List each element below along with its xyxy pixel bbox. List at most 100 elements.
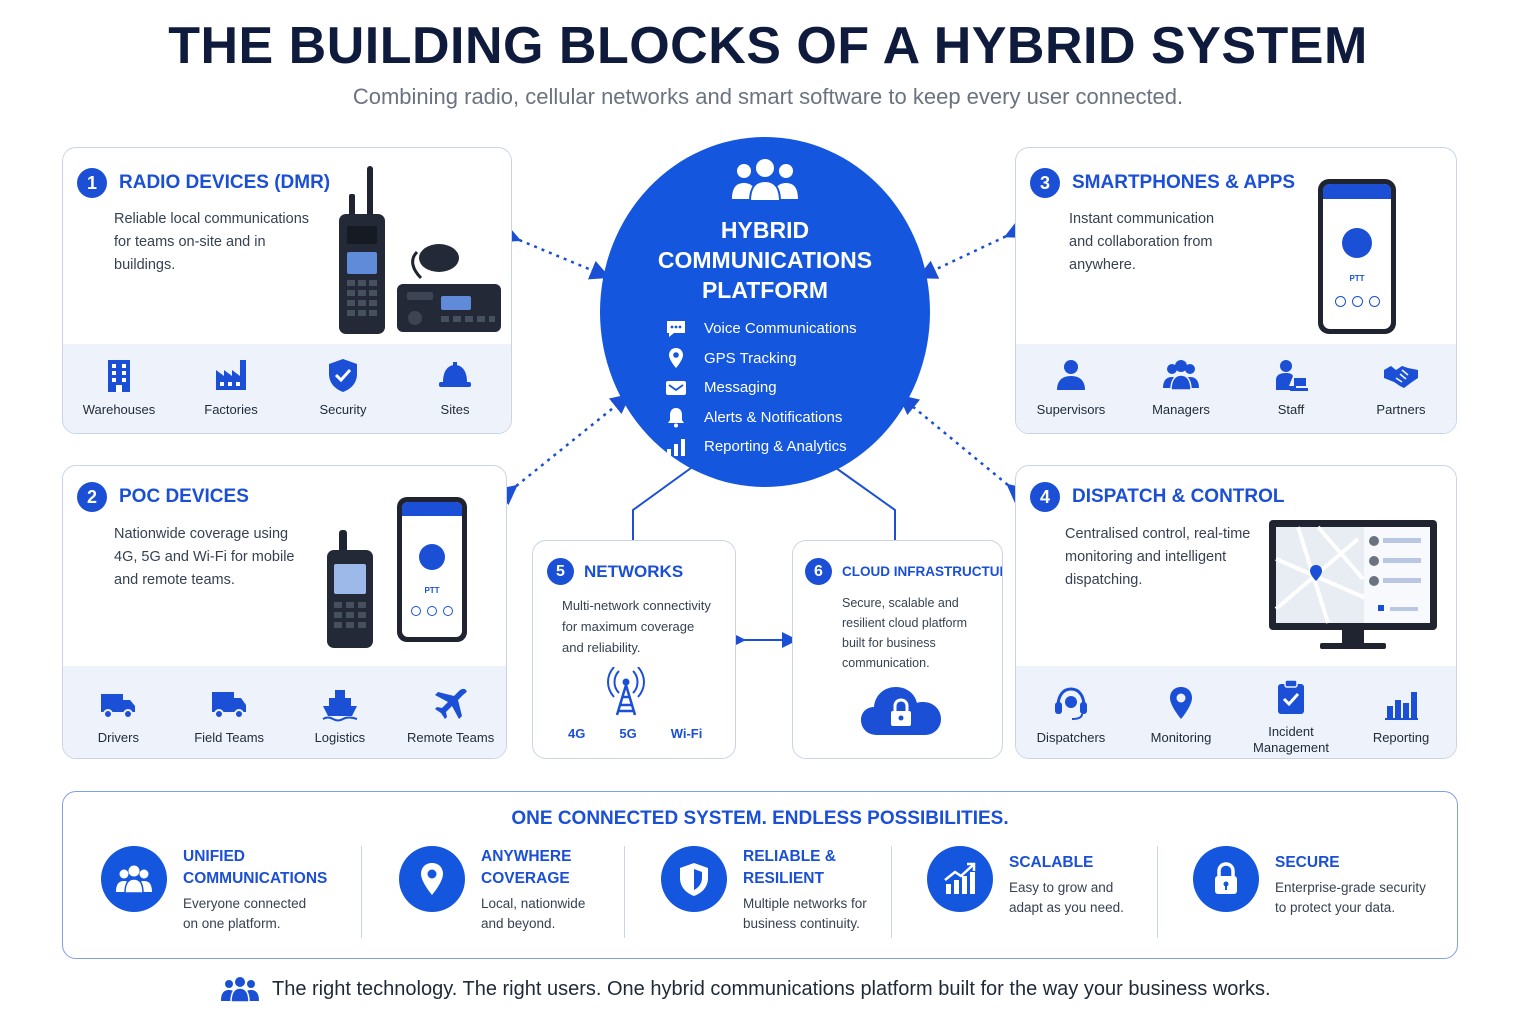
hub-feature-list: Voice Communications GPS Tracking Messag… (664, 314, 857, 462)
user-type-monitoring: Monitoring (1126, 684, 1236, 756)
link-networks (632, 467, 692, 540)
user-type-reporting: Reporting (1346, 684, 1456, 756)
dotted-link-dispatch (898, 394, 1029, 505)
user-type-factories: Factories (175, 356, 287, 418)
card-title: DISPATCH & CONTROL (1072, 486, 1285, 507)
card-title: NETWORKS (584, 561, 684, 581)
page-title: THE BUILDING BLOCKS OF A HYBRID SYSTEM (168, 17, 1368, 75)
clipboard-check-icon (1278, 679, 1304, 714)
dotted-link-smartphones (916, 219, 1027, 279)
cloud-lock-icon (861, 687, 941, 735)
link-cloud (835, 467, 896, 540)
band-wifi: Wi-Fi (670, 726, 703, 741)
person-at-desk-icon (1276, 360, 1308, 391)
user-type-drivers: Drivers (63, 684, 174, 746)
building-icon (108, 360, 130, 392)
card-title: SMARTPHONES & APPS (1072, 172, 1296, 193)
feature-voice: Voice Communications (664, 314, 857, 344)
people-group-icon (732, 159, 798, 202)
step-number: 1 (77, 168, 107, 198)
person-icon (1057, 360, 1085, 390)
truck-icon (212, 692, 247, 719)
growth-chart-icon (944, 862, 976, 894)
user-type-security: Security (287, 356, 399, 418)
feature-reporting: Reporting & Analytics (664, 432, 857, 462)
page-subtitle: Combining radio, cellular networks and s… (352, 84, 1184, 109)
dispatch-control-card: 4 DISPATCH & CONTROL Centralised control… (1015, 465, 1457, 759)
step-number: 6 (805, 558, 832, 585)
benefits-heading: ONE CONNECTED SYSTEM. ENDLESS POSSIBILIT… (511, 808, 1009, 829)
chat-bubble-icon (667, 320, 685, 337)
band-5g: 5G (619, 726, 637, 741)
cell-tower-icon (607, 667, 645, 716)
smartphone-users-row: Supervisors Managers Staff Partners (1016, 356, 1456, 418)
people-icon (116, 865, 152, 894)
shield-icon (680, 863, 708, 896)
step-number: 4 (1030, 482, 1060, 512)
feature-alerts: Alerts & Notifications (664, 403, 857, 433)
dispatch-users-row: Dispatchers Monitoring Incident Manageme… (1016, 679, 1456, 756)
ptt-label: PTT (1349, 274, 1365, 283)
headset-icon (1055, 687, 1087, 720)
handheld-radio-icon (339, 166, 385, 334)
user-type-incident-management: Incident Management (1236, 678, 1346, 756)
shield-check-icon (329, 359, 357, 392)
network-band-labels: 4G 5G Wi-Fi (568, 726, 702, 741)
card-title: CLOUD INFRASTRUCTURE (842, 564, 1003, 579)
hard-hat-icon (439, 362, 471, 387)
handshake-icon (1384, 366, 1418, 388)
tagline-text: The right technology. The right users. O… (272, 977, 1271, 1000)
user-type-field-teams: Field Teams (174, 684, 285, 746)
dotted-link-radio (498, 223, 611, 280)
smartphone-icon: PTT (1318, 179, 1396, 334)
poc-phone-icon: PTT (397, 497, 467, 642)
card-title: RADIO DEVICES (DMR) (119, 172, 331, 193)
message-icon (666, 380, 686, 395)
user-type-remote-teams: Remote Teams (395, 684, 506, 746)
feature-gps: GPS Tracking (664, 344, 857, 374)
radio-users-row: Warehouses Factories Security Sites (63, 356, 511, 418)
footer-tagline: The right technology. The right users. O… (220, 975, 1271, 1003)
group-icon (1163, 360, 1199, 391)
padlock-icon (1215, 862, 1237, 894)
step-number: 2 (77, 482, 107, 512)
card-title: POC DEVICES (119, 486, 249, 507)
bell-icon (668, 408, 684, 428)
location-pin-icon (669, 348, 683, 369)
smartphones-apps-card: 3 SMARTPHONES & APPS Instant communicati… (1015, 147, 1457, 434)
cloud-infrastructure-card: 6 CLOUD INFRASTRUCTURE Secure, scalable … (792, 540, 1003, 759)
feature-messaging: Messaging (664, 373, 857, 403)
user-type-dispatchers: Dispatchers (1016, 684, 1126, 756)
radio-devices-card: 1 RADIO DEVICES (DMR) Reliable local com… (62, 147, 512, 434)
user-type-sites: Sites (399, 356, 511, 418)
user-type-supervisors: Supervisors (1016, 356, 1126, 418)
user-type-staff: Staff (1236, 356, 1346, 418)
airplane-icon (434, 688, 467, 719)
bar-chart-icon (667, 438, 685, 456)
user-type-warehouses: Warehouses (63, 356, 175, 418)
benefits-panel: ONE CONNECTED SYSTEM. ENDLESS POSSIBILIT… (62, 791, 1458, 959)
poc-radio-icon (327, 530, 373, 648)
monitor-map-icon (1269, 520, 1437, 649)
user-type-partners: Partners (1346, 356, 1456, 418)
poc-users-row: Drivers Field Teams Logistics Remote Tea… (63, 684, 506, 746)
dotted-link-poc (495, 393, 631, 506)
location-pin-icon (421, 863, 443, 895)
user-type-logistics: Logistics (285, 684, 396, 746)
mobile-radio-icon (397, 244, 501, 332)
band-4g: 4G (568, 726, 586, 741)
